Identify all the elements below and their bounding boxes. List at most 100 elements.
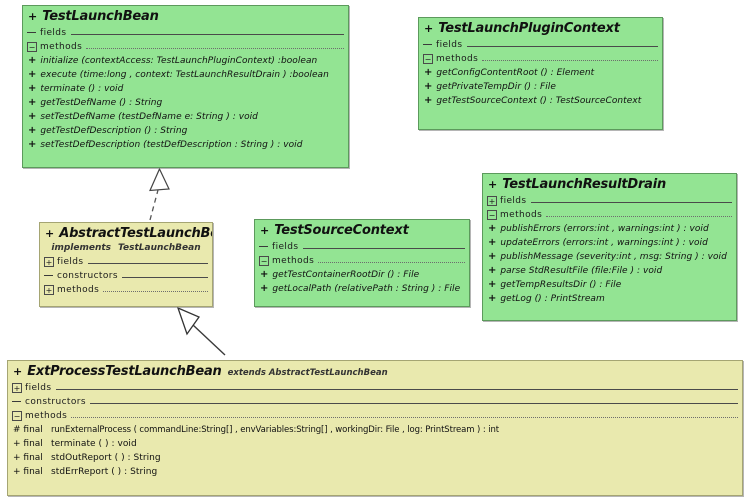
member-row[interactable]: +setTestDefDescription (testDefDescripti… (23, 138, 348, 152)
section-rule (103, 290, 208, 292)
section-toggle-collapse-icon[interactable]: − (12, 411, 22, 421)
member-visibility: + (424, 95, 433, 106)
section-header-methods[interactable]: −methods (483, 208, 736, 222)
section-header-fields[interactable]: +fields (483, 194, 736, 208)
member-signature: getTestDefDescription () : String (40, 126, 188, 136)
member-signature: updateErrors (errors:int , warnings:int … (500, 238, 708, 248)
class-title: + TestLaunchPluginContext (419, 20, 662, 38)
section-label: constructors (57, 271, 118, 281)
section-rule (89, 402, 738, 404)
class-visibility: + (28, 10, 38, 23)
section-header-fields[interactable]: fields (23, 26, 348, 40)
section-rule (318, 261, 465, 263)
realization-line (149, 189, 159, 221)
section-header-methods[interactable]: −methods (8, 409, 742, 423)
member-signature: publishMessage (severity:int , msg: Stri… (500, 252, 727, 262)
section-toggle-none-icon[interactable] (44, 271, 54, 281)
section-header-constructors[interactable]: constructors (40, 269, 212, 283)
class-name: TestLaunchResultDrain (502, 177, 667, 192)
connector-realization (149, 167, 170, 221)
section-header-methods[interactable]: −methods (419, 52, 662, 66)
section-toggle-collapse-icon[interactable]: − (423, 54, 433, 64)
member-visibility: + (28, 97, 37, 108)
section-toggle-collapse-icon[interactable]: − (487, 210, 497, 220)
class-title: +AbstractTestLaunchBean (40, 225, 212, 243)
member-row[interactable]: +getTestDefName () : String (23, 96, 348, 110)
class-name: TestLaunchPluginContext (438, 21, 620, 36)
section-header-methods[interactable]: −methods (23, 40, 348, 54)
section-toggle-expand-icon[interactable]: + (44, 257, 54, 267)
class-visibility: + (45, 227, 55, 240)
uml-class-testlaunchresultdrain[interactable]: +TestLaunchResultDrain+fields−methods+pu… (482, 173, 737, 321)
section-label: fields (40, 28, 67, 38)
class-visibility: + (260, 224, 270, 237)
member-visibility: + (424, 81, 433, 92)
section-toggle-collapse-icon[interactable]: − (27, 42, 37, 52)
section-header-fields[interactable]: +fields (40, 255, 212, 269)
member-signature: getTempResultsDir () : File (500, 280, 622, 290)
member-row[interactable]: +updateErrors (errors:int , warnings:int… (483, 236, 736, 250)
member-row[interactable]: +getConfigContentRoot () : Element (419, 66, 662, 80)
section-label: constructors (25, 397, 86, 407)
class-name: ExtProcessTestLaunchBean (27, 364, 222, 379)
section-rule (546, 215, 732, 217)
section-header-fields[interactable]: fields (419, 38, 662, 52)
section-toggle-expand-icon[interactable]: + (44, 285, 54, 295)
section-rule (121, 276, 208, 278)
section-toggle-none-icon[interactable] (12, 397, 22, 407)
section-label: fields (25, 383, 52, 393)
section-toggle-expand-icon[interactable]: + (12, 383, 22, 393)
section-header-constructors[interactable]: constructors (8, 395, 742, 409)
member-row[interactable]: +execute (time:long , context: TestLaunc… (23, 68, 348, 82)
member-row[interactable]: +getPrivateTempDir () : File (419, 80, 662, 94)
member-row[interactable]: +initialize (contextAccess: TestLaunchPl… (23, 54, 348, 68)
section-toggle-none-icon[interactable] (27, 28, 37, 38)
member-row[interactable]: +publishErrors (errors:int , warnings:in… (483, 222, 736, 236)
member-visibility: + final (13, 439, 43, 449)
member-signature: initialize (contextAccess: TestLaunchPlu… (40, 56, 318, 66)
member-row[interactable]: +getTestDefDescription () : String (23, 124, 348, 138)
section-header-fields[interactable]: +fields (8, 381, 742, 395)
section-toggle-none-icon[interactable] (423, 40, 433, 50)
member-row[interactable]: +publishMessage (severity:int , msg: Str… (483, 250, 736, 264)
implements-target: TestLaunchBean (118, 243, 201, 253)
section-toggle-none-icon[interactable] (259, 242, 269, 252)
member-signature: getTestContainerRootDir () : File (272, 270, 420, 280)
section-header-methods[interactable]: −methods (255, 254, 469, 268)
section-header-fields[interactable]: fields (255, 240, 469, 254)
member-signature: stdErrReport ( ) : String (51, 467, 158, 477)
member-row[interactable]: +parse StdResultFile (file:File ) : void (483, 264, 736, 278)
member-row[interactable]: +getLog () : PrintStream (483, 292, 736, 306)
section-rule (71, 416, 738, 418)
section-rule (530, 201, 732, 203)
section-toggle-expand-icon[interactable]: + (487, 196, 497, 206)
member-row[interactable]: +terminate () : void (23, 82, 348, 96)
class-title: + TestSourceContext (255, 222, 469, 240)
member-visibility: + (260, 269, 269, 280)
member-visibility: + (424, 67, 433, 78)
member-signature: terminate () : void (40, 84, 124, 94)
section-label: fields (500, 196, 527, 206)
member-row[interactable]: +getLocalPath (relativePath : String ) :… (255, 282, 469, 296)
section-toggle-collapse-icon[interactable]: − (259, 256, 269, 266)
member-visibility: + (488, 279, 497, 290)
member-signature: setTestDefName (testDefName e: String ) … (40, 112, 258, 122)
class-visibility: + (424, 22, 434, 35)
member-row[interactable]: +getTestSourceContext () : TestSourceCon… (419, 94, 662, 108)
member-row[interactable]: +getTempResultsDir () : File (483, 278, 736, 292)
member-row[interactable]: +getTestContainerRootDir () : File (255, 268, 469, 282)
uml-class-abstracttestlaunchbean[interactable]: +AbstractTestLaunchBeanimplementsTestLau… (39, 222, 213, 307)
member-signature: getLocalPath (relativePath : String ) : … (272, 284, 461, 294)
member-row[interactable]: +setTestDefName (testDefName e: String )… (23, 110, 348, 124)
class-visibility: + (488, 178, 498, 191)
section-header-methods[interactable]: +methods (40, 283, 212, 297)
class-name: TestSourceContext (274, 223, 409, 238)
